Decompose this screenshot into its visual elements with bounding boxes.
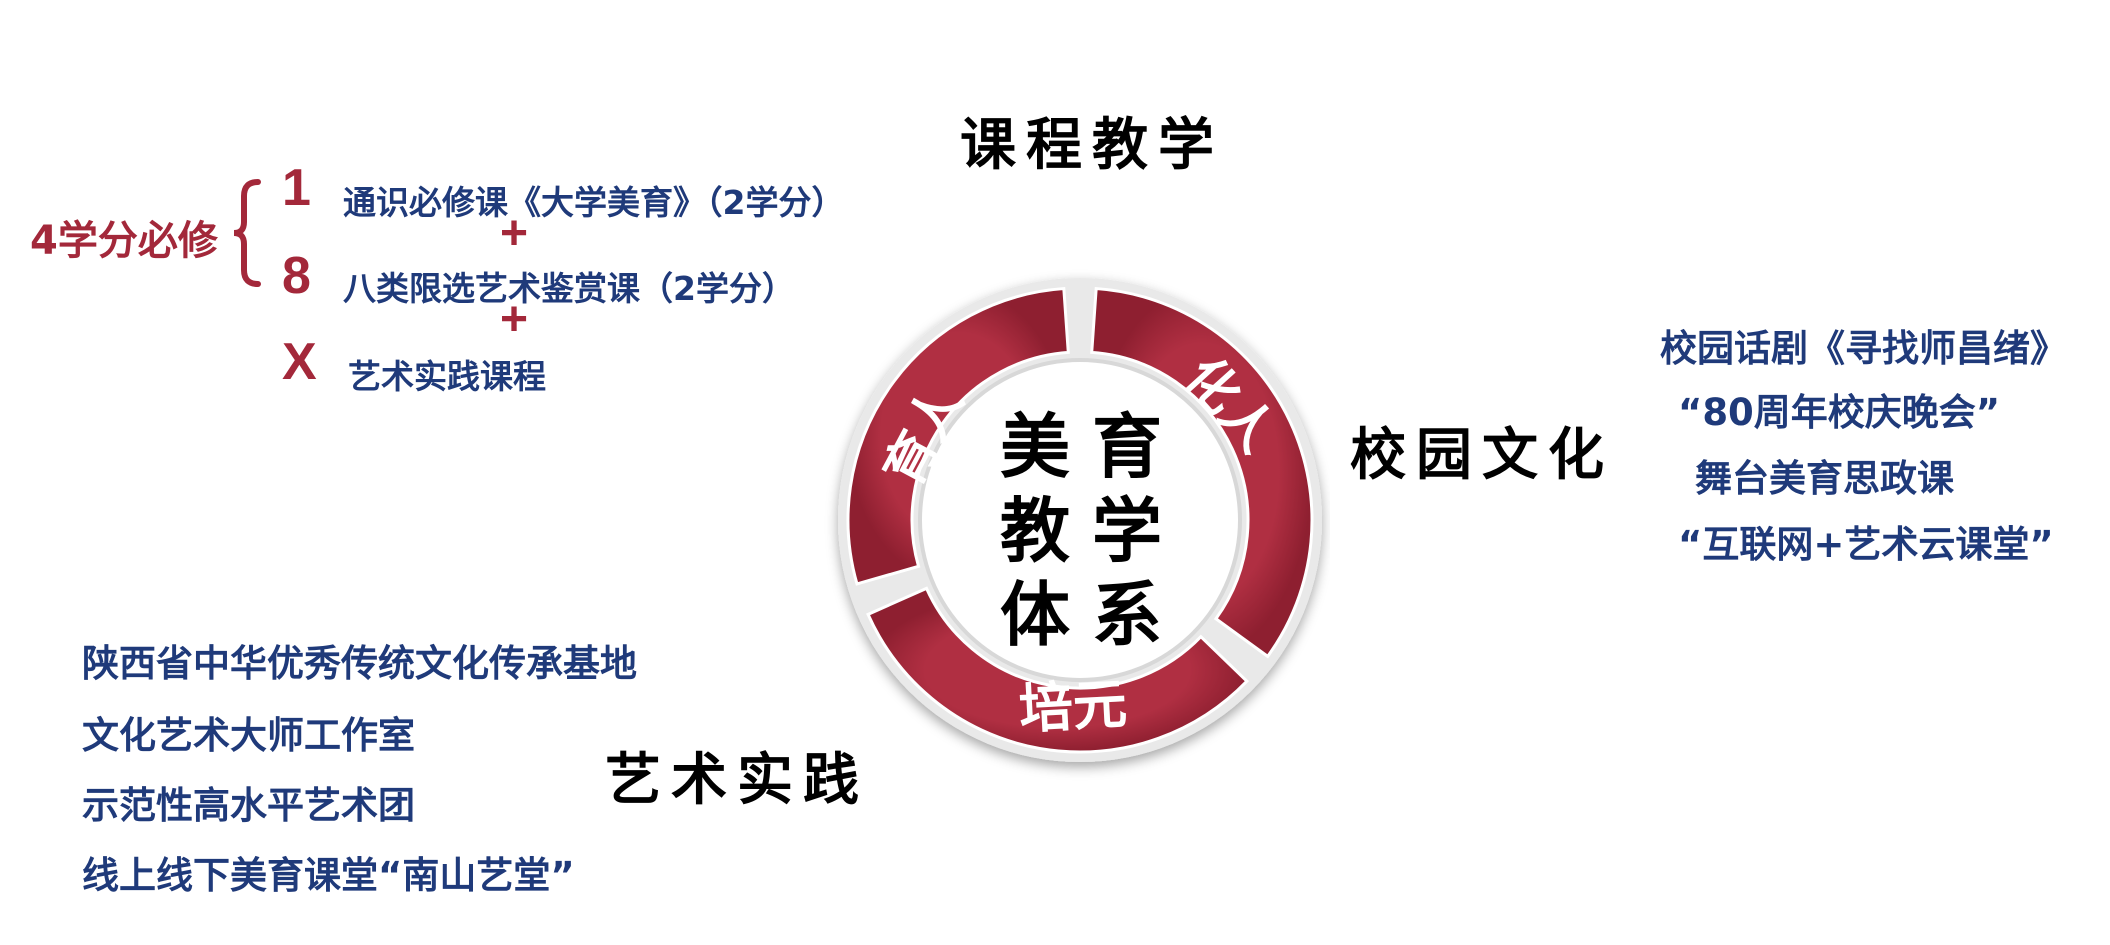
course-symbol-8: 8 [282, 247, 311, 305]
course-item-elective: 八类限选艺术鉴赏课（2学分） [343, 269, 795, 308]
ring-diagram: 育人 化人 培元 [838, 278, 1322, 762]
campus-item-stage-course: 舞台美育思政课 [1695, 457, 1954, 500]
course-symbol-x: X [282, 333, 317, 391]
segment-label-bottom: 培元 [1017, 672, 1128, 741]
center-line-1: 美育 [1000, 406, 1184, 488]
heading-art-practice: 艺术实践 [605, 748, 869, 813]
ring-segment-left [846, 286, 1070, 586]
art-item-studio: 文化艺术大师工作室 [82, 714, 415, 757]
course-item-required: 通识必修课《大学美育》（2学分） [343, 183, 845, 222]
campus-item-cloud-class: “互联网+艺术云课堂” [1678, 523, 2054, 566]
center-title: 美育 教学 体系 [1000, 405, 1184, 657]
art-item-troupe: 示范性高水平艺术团 [82, 784, 415, 827]
course-item-practice: 艺术实践课程 [348, 357, 546, 396]
plus-sign-2: + [500, 293, 529, 346]
center-line-2: 教学 [1000, 490, 1184, 572]
art-item-online-class: 线上线下美育课堂“南山艺堂” [82, 854, 575, 897]
heading-course-teaching: 课程教学 [960, 113, 1224, 178]
campus-item-anniversary: “80周年校庆晚会” [1678, 391, 2001, 434]
requirement-label: 4学分必修 [30, 218, 218, 264]
course-symbol-1: 1 [282, 159, 311, 217]
plus-sign-1: + [500, 207, 529, 260]
campus-item-drama: 校园话剧《寻找师昌绪》 [1660, 327, 2067, 370]
art-item-base: 陕西省中华优秀传统文化传承基地 [82, 642, 637, 685]
ring-segment-right [1090, 286, 1314, 659]
heading-campus-culture: 校园文化 [1350, 423, 1614, 488]
ring-segment-bottom [866, 586, 1250, 754]
center-line-3: 体系 [1000, 574, 1184, 656]
brace [233, 179, 261, 287]
